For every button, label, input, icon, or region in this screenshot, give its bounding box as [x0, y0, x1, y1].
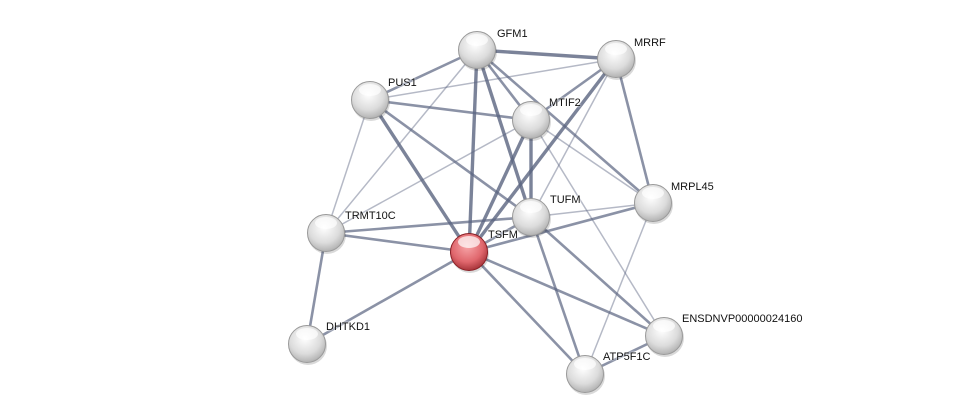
- edge-mtif2-ensdnvp00000024160[interactable]: [530, 119, 665, 337]
- node-ensdnvp00000024160[interactable]: [645, 317, 685, 358]
- edge-pus1-mtif2[interactable]: [369, 98, 532, 122]
- node-label-dhtkd1: DHTKD1: [326, 321, 371, 333]
- edge-mrrf-pus1[interactable]: [369, 58, 617, 101]
- edge-pus1-tufm[interactable]: [369, 98, 532, 219]
- node-gfm1[interactable]: [458, 31, 498, 72]
- edge-tufm-mrpl45[interactable]: [530, 202, 654, 218]
- edge-gfm1-trmt10c[interactable]: [325, 49, 478, 234]
- edge-mtif2-trmt10c[interactable]: [325, 119, 532, 234]
- node-label-atp5f1c: ATP5F1C: [603, 351, 651, 363]
- node-dhtkd1[interactable]: [288, 325, 328, 366]
- edge-tsfm-ensdnvp00000024160[interactable]: [468, 250, 665, 338]
- node-mrpl45[interactable]: [634, 184, 674, 225]
- node-tufm[interactable]: [512, 198, 552, 239]
- edge-tsfm-dhtkd1[interactable]: [306, 250, 470, 346]
- edge-tufm-ensdnvp00000024160[interactable]: [530, 216, 665, 337]
- edge-pus1-trmt10c[interactable]: [325, 99, 371, 234]
- node-label-gfm1: GFM1: [497, 28, 528, 40]
- node-label-trmt10c: TRMT10C: [345, 210, 396, 222]
- edge-gfm1-mrrf[interactable]: [476, 48, 617, 61]
- node-label-tufm: TUFM: [550, 194, 581, 206]
- edge-tsfm-mrpl45[interactable]: [468, 201, 654, 254]
- node-mrrf[interactable]: [597, 40, 637, 81]
- node-label-pus1: PUS1: [388, 77, 417, 89]
- node-trmt10c[interactable]: [307, 214, 347, 255]
- edge-tsfm-trmt10c[interactable]: [325, 231, 470, 254]
- node-label-mtif2: MTIF2: [549, 97, 581, 109]
- edge-gfm1-pus1[interactable]: [369, 48, 478, 102]
- edge-gfm1-tufm[interactable]: [475, 49, 533, 218]
- edge-mtif2-mrpl45[interactable]: [530, 119, 654, 204]
- edge-mrrf-tufm[interactable]: [530, 58, 617, 218]
- node-label-mrpl45: MRPL45: [671, 181, 714, 193]
- node-tsfm[interactable]: [450, 233, 490, 274]
- edge-tufm-atp5f1c[interactable]: [529, 216, 587, 375]
- node-label-ensdnvp00000024160: ENSDNVP00000024160: [682, 313, 803, 325]
- node-atp5f1c[interactable]: [566, 355, 606, 396]
- edge-pus1-tsfm[interactable]: [368, 99, 471, 253]
- edge-tufm-trmt10c[interactable]: [325, 215, 532, 235]
- edge-mrpl45-atp5f1c[interactable]: [584, 202, 654, 375]
- node-mtif2[interactable]: [512, 101, 552, 142]
- edge-mrrf-mrpl45[interactable]: [614, 58, 655, 204]
- node-label-mrrf: MRRF: [634, 37, 666, 49]
- edge-mtif2-tsfm[interactable]: [467, 119, 533, 253]
- node-pus1[interactable]: [351, 81, 391, 122]
- edge-gfm1-tsfm[interactable]: [467, 49, 479, 253]
- edge-tsfm-atp5f1c[interactable]: [468, 251, 586, 375]
- node-label-tsfm: TSFM: [488, 229, 518, 241]
